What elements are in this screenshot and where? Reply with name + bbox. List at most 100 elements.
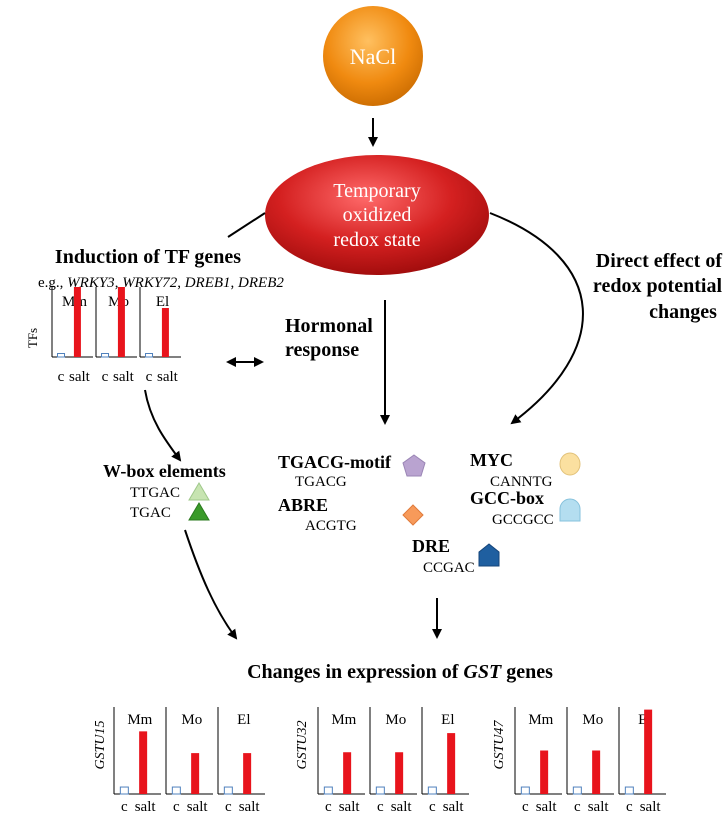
eg-prefix: e.g.,: [38, 275, 67, 291]
category-label-c: c: [225, 799, 232, 815]
arrow-tf-wbox: [144, 389, 182, 462]
category-label-c: c: [102, 369, 109, 385]
direct-line-3: changes: [649, 301, 717, 323]
arrow-redox-direct: [489, 212, 584, 425]
bar-control: [223, 786, 233, 795]
gcc-seq: GCCGCC: [492, 512, 554, 528]
nacl-label: NaCl: [350, 44, 396, 69]
bar-salt: [161, 308, 169, 357]
wbox-dark-triangle-icon: [188, 502, 210, 521]
chart-ylabel: GSTU32: [295, 720, 310, 769]
panel-name-el: El: [441, 712, 454, 728]
wbox-seq1: TTGAC: [130, 485, 180, 501]
changes-title: Changes in expression of GST genes: [247, 661, 553, 683]
bar-control: [101, 353, 110, 358]
hormonal-line-2: response: [285, 339, 359, 361]
category-label-salt: salt: [391, 799, 413, 815]
myc-seq: CANNTG: [490, 474, 553, 490]
line-redox-tf: [227, 212, 266, 238]
sep-1: ,: [115, 275, 123, 291]
gene-wrky72: WRKY72: [122, 275, 178, 291]
wbox-light-triangle-icon: [188, 482, 210, 501]
nacl-circle: [323, 6, 423, 106]
gene-dreb1: DREB1: [184, 275, 231, 291]
gene-dreb2: DREB2: [237, 275, 284, 291]
redox-line-1: Temporary: [333, 180, 420, 202]
panel-name-mm: Mm: [528, 712, 553, 728]
category-label-c: c: [377, 799, 384, 815]
abre-diamond-icon: [402, 504, 424, 526]
changes-suffix: genes: [501, 661, 553, 683]
category-label-salt: salt: [339, 799, 361, 815]
myc-title: MYC: [470, 450, 513, 470]
panel-name-mo: Mo: [385, 712, 406, 728]
direct-line-1: Direct effect of: [596, 250, 723, 272]
redox-line-2: oxidized: [343, 204, 412, 226]
bar-control: [145, 353, 154, 358]
myc-oval-icon: [559, 452, 581, 476]
bar-salt: [644, 709, 653, 794]
tgacg-title: TGACG-motif: [278, 452, 392, 472]
changes-prefix: Changes in expression of: [247, 661, 463, 683]
panel-name-el: El: [156, 294, 169, 310]
redox-line-3: redox state: [333, 229, 420, 251]
bar-charts: TFsMmcsaltMocsaltElcsaltGSTU15MmcsaltMoc…: [25, 287, 666, 815]
bar-control: [57, 353, 66, 358]
redox-node: Temporary oxidized redox state: [265, 155, 489, 275]
wbox-title: W-box elements: [103, 461, 226, 481]
category-label-c: c: [574, 799, 581, 815]
hormonal-line-1: Hormonal: [285, 315, 373, 337]
category-label-salt: salt: [588, 799, 610, 815]
category-label-salt: salt: [135, 799, 157, 815]
bar-salt: [243, 753, 252, 794]
category-label-salt: salt: [187, 799, 209, 815]
abre-seq: ACGTG: [305, 518, 357, 534]
bar-control: [624, 786, 634, 795]
category-label-salt: salt: [640, 799, 662, 815]
bar-salt: [592, 750, 601, 794]
category-label-c: c: [522, 799, 529, 815]
dre-title: DRE: [412, 536, 450, 556]
bar-control: [520, 786, 530, 795]
abre-title: ABRE: [278, 495, 328, 515]
bar-control: [375, 786, 385, 795]
chart-ylabel: TFs: [25, 328, 40, 348]
category-label-c: c: [325, 799, 332, 815]
sep-2: ,: [177, 275, 185, 291]
bar-control: [572, 786, 582, 795]
bar-salt: [191, 753, 200, 794]
category-label-salt: salt: [157, 369, 179, 385]
changes-gene: GST: [463, 661, 502, 683]
category-label-c: c: [626, 799, 633, 815]
bar-salt: [447, 733, 456, 794]
tgacg-seq: TGACG: [295, 474, 347, 490]
bar-control: [119, 786, 129, 795]
category-label-c: c: [58, 369, 65, 385]
bar-salt: [395, 752, 404, 794]
category-label-salt: salt: [443, 799, 465, 815]
arrow-wbox-changes: [184, 529, 238, 640]
category-label-salt: salt: [69, 369, 91, 385]
tgacg-pentagon-icon: [402, 454, 426, 477]
category-label-c: c: [121, 799, 128, 815]
panel-name-el: El: [237, 712, 250, 728]
panel-name-mo: Mo: [181, 712, 202, 728]
nacl-node: NaCl: [323, 6, 423, 106]
category-label-salt: salt: [239, 799, 261, 815]
bar-control: [171, 786, 181, 795]
chart-ylabel: GSTU47: [492, 720, 507, 770]
sep-3: ,: [231, 275, 239, 291]
dre-seq: CCGAC: [423, 560, 475, 576]
bar-salt: [540, 750, 549, 794]
category-label-c: c: [146, 369, 153, 385]
redox-ellipse: [265, 155, 489, 275]
category-label-c: c: [173, 799, 180, 815]
induction-title: Induction of TF genes: [55, 246, 241, 268]
bar-salt: [73, 287, 81, 357]
category-label-salt: salt: [536, 799, 558, 815]
chart-gstu47: GSTU47MmcsaltMocsaltElcsalt: [492, 707, 666, 815]
panel-name-mm: Mm: [331, 712, 356, 728]
